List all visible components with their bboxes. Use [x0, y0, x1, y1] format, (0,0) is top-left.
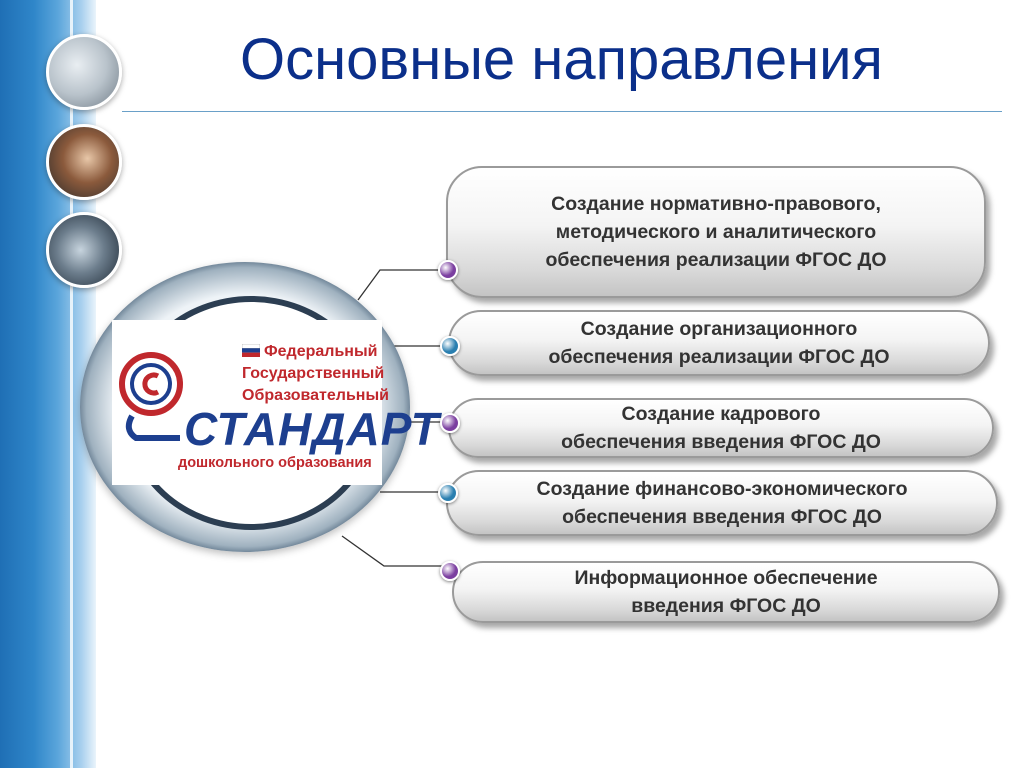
logo-line-educational: Образовательный [242, 387, 389, 404]
logo-subtitle: дошкольного образования [178, 455, 372, 471]
direction-item-financial: Создание финансово-экономического обеспе… [446, 470, 998, 536]
direction-label: Создание кадрового обеспечения введения … [561, 402, 881, 453]
direction-item-staffing: Создание кадрового обеспечения введения … [448, 398, 994, 458]
russian-flag-icon [242, 344, 260, 357]
direction-label: Создание финансово-экономического обеспе… [536, 477, 908, 528]
people-photo-thumbnail [46, 124, 122, 200]
direction-label: Информационное обеспечение введения ФГОС… [574, 566, 878, 617]
bullet-dot-2 [440, 336, 460, 356]
logo-line-state: Государственный [242, 365, 385, 382]
office-photo-thumbnail [46, 34, 122, 110]
direction-item-informational: Информационное обеспечение введения ФГОС… [452, 561, 1000, 623]
fgos-logo: Федеральный Государственный Образователь… [112, 320, 439, 485]
logo-brand-text: СТАНДАРТ [184, 403, 440, 455]
bullet-dot-3 [440, 413, 460, 433]
business-people-photo-thumbnail [46, 212, 122, 288]
bullet-dot-4 [438, 483, 458, 503]
page-title: Основные направления [240, 27, 883, 92]
bullet-dot-1 [438, 260, 458, 280]
direction-label: Создание нормативно-правового, методичес… [545, 192, 887, 272]
bullet-dot-5 [440, 561, 460, 581]
title-divider [122, 111, 1002, 112]
direction-label: Создание организационного обеспечения ре… [548, 317, 890, 368]
c-logo-icon [119, 352, 183, 441]
direction-item-normative: Создание нормативно-правового, методичес… [446, 166, 986, 298]
logo-line-federal: Федеральный [264, 343, 378, 360]
direction-item-organizational: Создание организационного обеспечения ре… [448, 310, 990, 376]
connector-5 [341, 535, 446, 567]
connector-1 [357, 269, 446, 301]
